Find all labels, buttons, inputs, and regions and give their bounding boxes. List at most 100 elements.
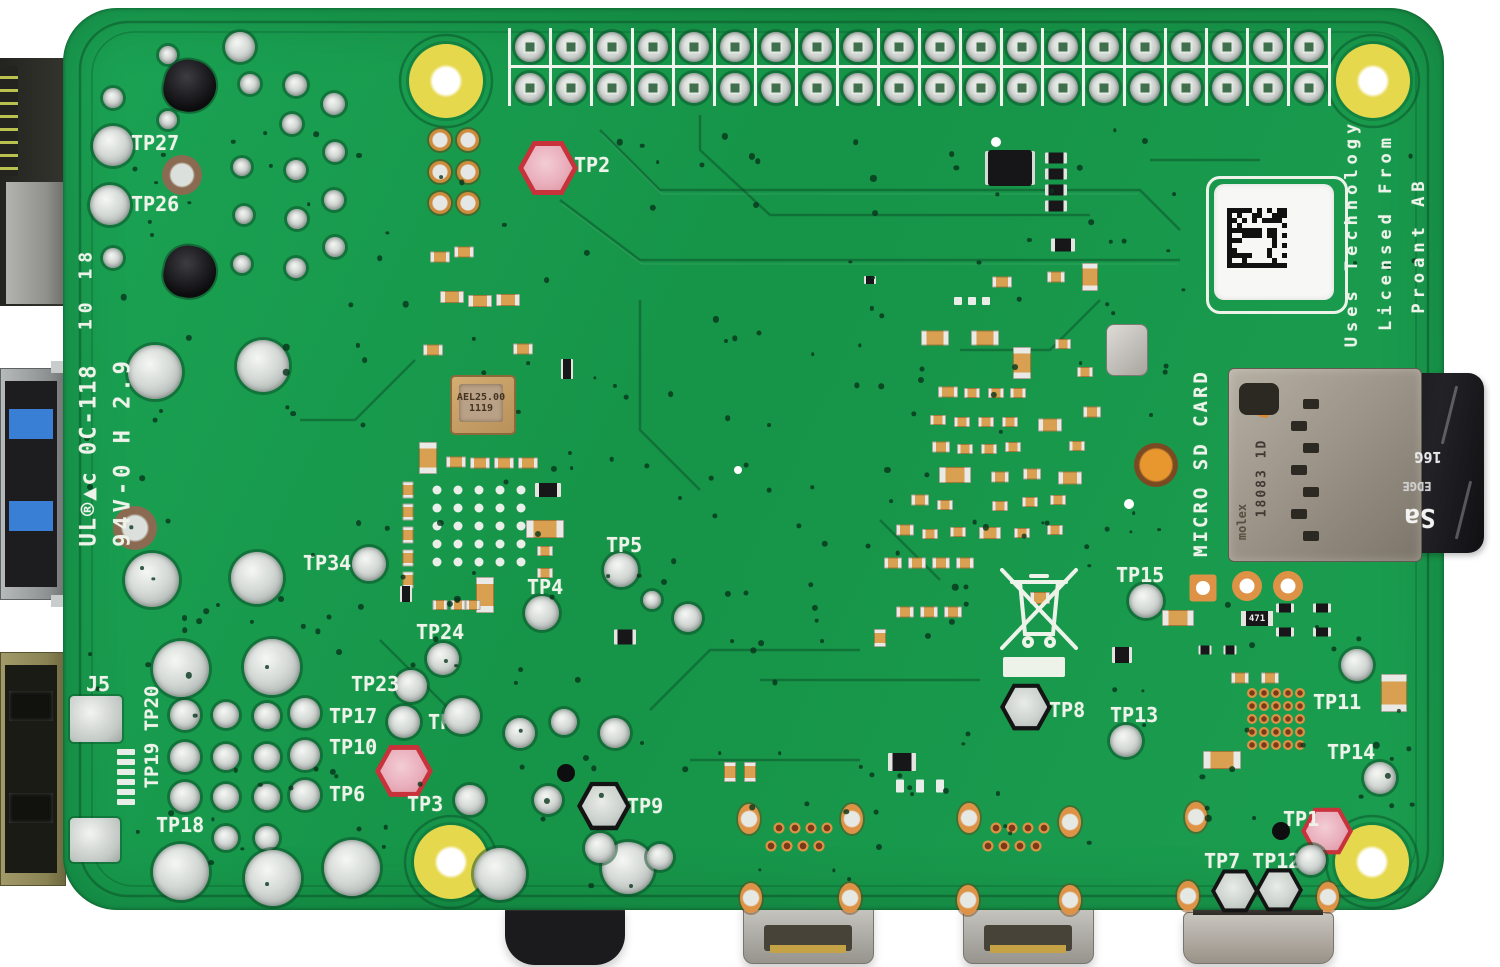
via-dot — [139, 475, 146, 482]
via-dot — [1409, 802, 1415, 808]
via-dot — [990, 391, 998, 398]
solder-pad — [325, 142, 345, 162]
hdmi-pin-pad — [773, 822, 785, 834]
crystal-marking-line1: AEL25.00 — [456, 392, 506, 403]
via-dot — [402, 301, 409, 308]
slot-hole — [1303, 443, 1319, 453]
gpio-pad — [555, 32, 586, 62]
solder-pad — [244, 639, 300, 695]
black-component — [614, 629, 636, 645]
via-dot — [358, 603, 365, 610]
bga-via-dot — [516, 503, 526, 513]
via-dot — [446, 600, 453, 607]
copper-ring-pad — [429, 192, 451, 214]
solder-pad — [240, 74, 260, 94]
via-dot — [455, 598, 460, 603]
gpio-pad — [1047, 32, 1078, 62]
passive-component — [1038, 418, 1062, 432]
via-dot — [810, 485, 814, 489]
copper-via-dot — [1283, 701, 1293, 711]
usb3-tongue-bottom — [9, 501, 53, 531]
gpio-pad — [760, 32, 791, 62]
gpio-pad — [760, 73, 791, 103]
usb3-leg — [51, 595, 65, 607]
via-dot — [129, 525, 133, 529]
tp-label-tp10: TP10 — [329, 735, 378, 759]
ethernet-jack — [0, 58, 64, 306]
copper-ring-pad — [429, 161, 451, 183]
ethernet-shield — [6, 182, 64, 304]
weee-bin-icon — [1000, 568, 1078, 650]
via-dot — [258, 782, 263, 787]
passive-component — [992, 276, 1012, 288]
via-dot — [1003, 824, 1007, 829]
small-pad — [936, 779, 944, 793]
via-dot — [265, 664, 270, 669]
via-dot — [139, 565, 144, 570]
via-dot — [948, 151, 955, 158]
via-dot — [1108, 239, 1114, 244]
via-dot — [268, 164, 273, 169]
gpio-pad — [965, 32, 996, 62]
j5-anchor-pad — [70, 818, 120, 862]
tp-label-tp2: TP2 — [574, 153, 611, 177]
copper-via-dot — [1271, 727, 1281, 737]
bga-via-dot — [453, 557, 463, 567]
via-dot — [417, 781, 423, 787]
tp-label-tp4: TP4 — [527, 575, 564, 599]
tp-label-tp13: TP13 — [1110, 703, 1159, 727]
copper-ring-pad — [457, 192, 479, 214]
tp19-tp20-label: TP19 TP20 — [141, 685, 163, 789]
via-dot — [165, 518, 171, 524]
passive-component — [402, 526, 414, 544]
tp-pad-tp5 — [604, 553, 638, 587]
copper-via-dot — [1259, 727, 1269, 737]
via-dot — [151, 577, 156, 581]
via-dot — [870, 175, 877, 182]
via-dot — [767, 423, 772, 428]
flammability-marking: 94V-0 H 2.9 — [110, 357, 136, 547]
bga-via-dot — [432, 521, 442, 531]
sd-card-text-brand: Sa — [1404, 502, 1436, 532]
via-dot — [1157, 527, 1162, 532]
via-dot — [858, 343, 862, 347]
j5-pin-pad — [117, 789, 135, 795]
passive-component — [938, 386, 958, 398]
tp-label-tp9: TP9 — [627, 794, 664, 818]
tp-pad-tp22 — [388, 706, 420, 738]
solder-pad — [324, 190, 344, 210]
tp-label-tp5: TP5 — [606, 533, 643, 557]
via-dot — [95, 686, 101, 692]
copper-via-dot — [1271, 701, 1281, 711]
via-dot — [1385, 264, 1392, 271]
via-dot — [443, 658, 448, 663]
via-dot — [1049, 188, 1055, 194]
solder-pad — [213, 702, 239, 728]
copper-ring-pad — [457, 129, 479, 151]
tp-pad-tp23 — [395, 670, 427, 702]
passive-component — [1002, 417, 1018, 427]
via-dot — [821, 540, 829, 548]
black-component — [535, 483, 561, 497]
via-dot — [961, 742, 965, 746]
via-dot — [314, 628, 321, 634]
via-dot — [723, 339, 729, 344]
black-component — [1223, 645, 1237, 655]
hdmi-pin-pad — [805, 822, 817, 834]
solder-pad — [551, 709, 577, 735]
via-dot — [1252, 816, 1257, 821]
j5-pin-pad — [117, 759, 135, 765]
ethernet-pins — [0, 66, 18, 176]
crystal-marking-line2: 1119 — [468, 403, 494, 414]
via-dot — [748, 153, 755, 160]
passive-component — [954, 417, 970, 427]
via-dot — [1111, 311, 1115, 315]
via-dot — [1163, 364, 1169, 369]
resistor-471: 471 — [1241, 611, 1273, 626]
tp-hex-inner — [1259, 872, 1299, 908]
passive-component — [537, 546, 553, 556]
black-component — [888, 753, 916, 771]
via-dot — [917, 376, 924, 383]
small-pad — [896, 779, 904, 793]
passive-component — [956, 557, 974, 569]
